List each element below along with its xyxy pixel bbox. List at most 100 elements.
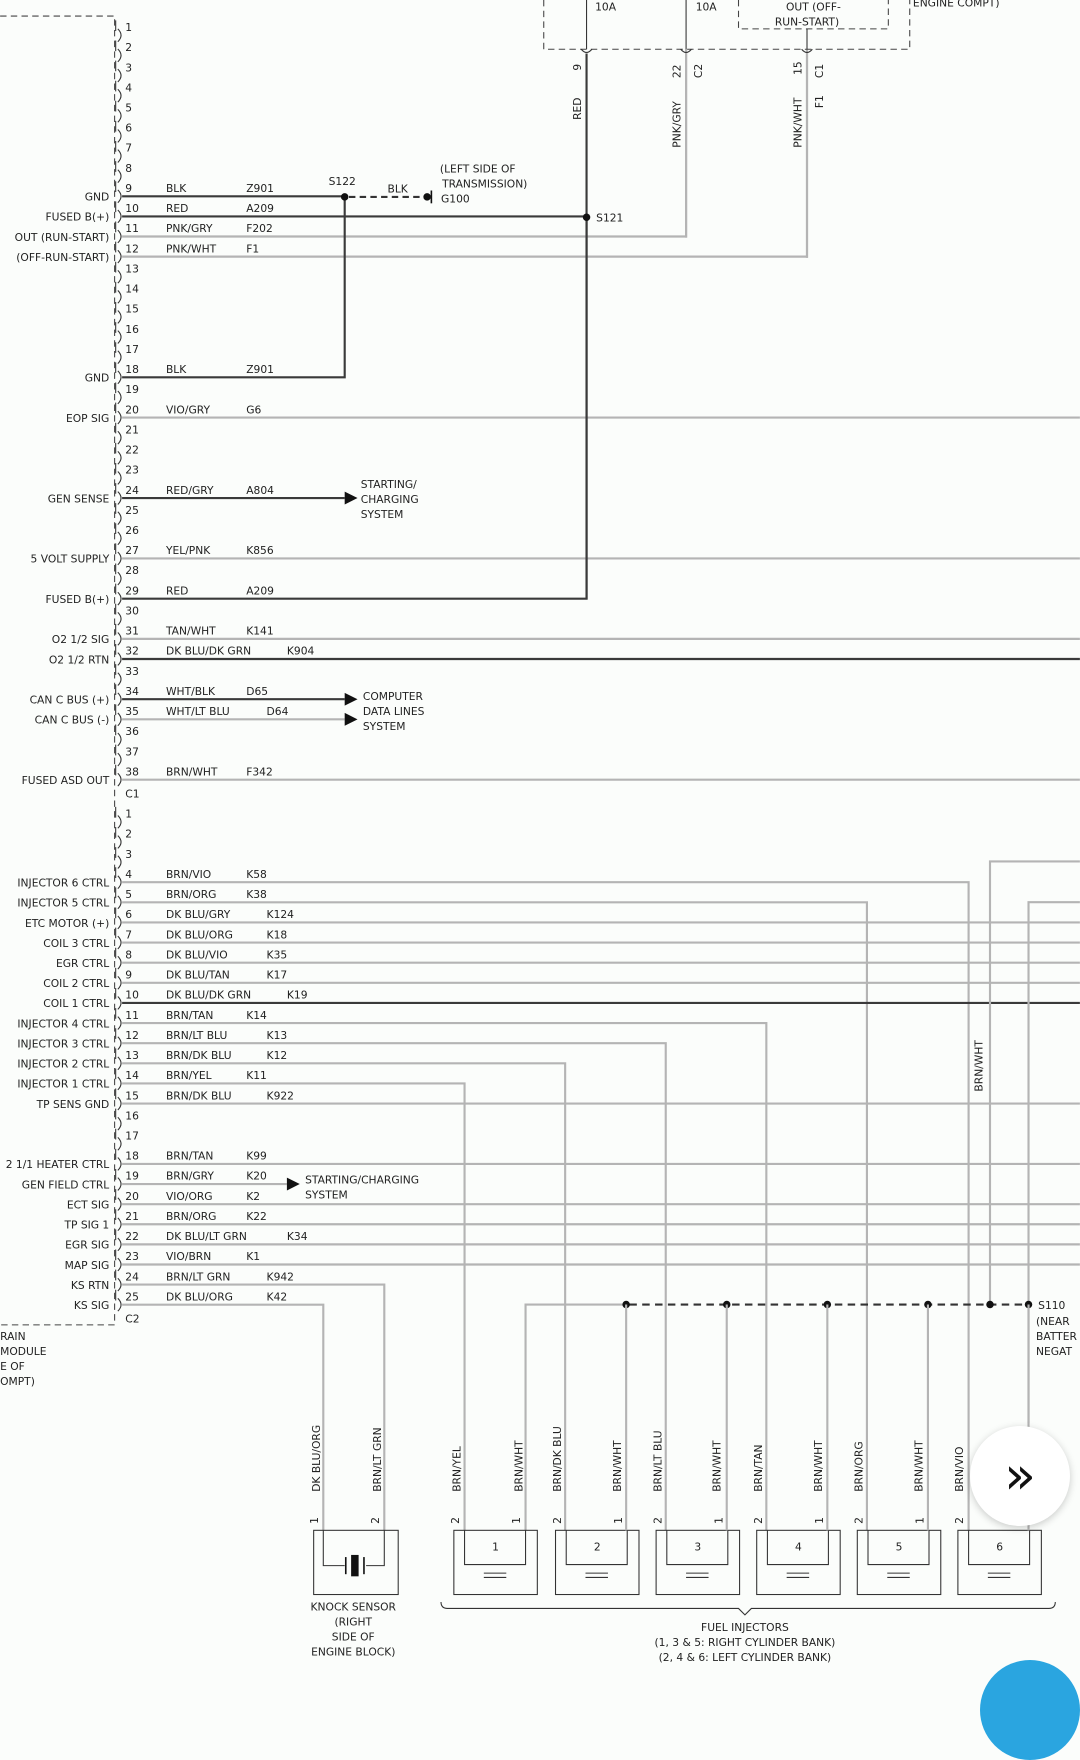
pin-number: 17 bbox=[125, 1129, 139, 1142]
pin-number: 2 bbox=[369, 1517, 382, 1524]
pin-number: 21 bbox=[125, 1210, 139, 1223]
connector-cavity bbox=[115, 141, 122, 163]
connector-cavity bbox=[115, 806, 122, 829]
pin-number: 22 bbox=[125, 1230, 139, 1243]
connector-cavity bbox=[115, 1108, 122, 1131]
circuit-label: K20 bbox=[246, 1170, 267, 1183]
connector-name: C2 bbox=[692, 64, 705, 78]
connector-cavity bbox=[115, 100, 122, 123]
pin-number: 11 bbox=[125, 1009, 139, 1022]
fuse-rating: 10A bbox=[595, 1, 617, 14]
connector-cavity bbox=[115, 1169, 122, 1191]
signal-label: INJECTOR 6 CTRL bbox=[17, 877, 109, 890]
pin-number: 1 bbox=[712, 1517, 725, 1524]
module-label: MODULE bbox=[0, 1345, 47, 1358]
pin-number: 6 bbox=[125, 122, 132, 135]
wire-color-label: BRN/WHT bbox=[812, 1440, 825, 1492]
fuse-inner-outline bbox=[737, 0, 889, 30]
splice-note: NEGAT bbox=[1036, 1345, 1073, 1358]
connector-name: C2 bbox=[125, 1313, 139, 1326]
connector-cavity bbox=[115, 1088, 122, 1111]
circuit-label: K58 bbox=[246, 868, 267, 881]
injector-number: 1 bbox=[492, 1541, 499, 1554]
connector-name: C1 bbox=[125, 788, 139, 801]
circuit-label: K34 bbox=[287, 1230, 308, 1243]
connector-cavity bbox=[115, 483, 122, 505]
connector-cavity bbox=[115, 1008, 122, 1030]
wire-pin-12 bbox=[122, 49, 809, 258]
wire-color-label: DK BLU/ORG bbox=[310, 1425, 323, 1492]
wire-color-label: DK BLU/VIO bbox=[166, 948, 228, 961]
arrow-icon bbox=[344, 491, 358, 505]
pin-number: 32 bbox=[125, 645, 139, 658]
next-page-button[interactable]: » bbox=[970, 1426, 1070, 1526]
circuit-label: K42 bbox=[267, 1290, 288, 1303]
module-label: OMPT) bbox=[0, 1375, 35, 1388]
wire-color-label: BRN/YEL bbox=[166, 1069, 212, 1082]
circuit-label: K942 bbox=[267, 1270, 294, 1283]
pin-number: 25 bbox=[125, 1290, 139, 1303]
connector-cavity bbox=[115, 827, 122, 849]
wire-pin-25 bbox=[122, 1303, 325, 1531]
circuit-label: K38 bbox=[246, 888, 267, 901]
connector-cavity bbox=[115, 503, 122, 525]
ground-note: TRANSMISSION) bbox=[441, 177, 527, 190]
pin-number: 35 bbox=[125, 705, 139, 718]
wire-color-label: BRN/VIO bbox=[953, 1447, 966, 1492]
signal-label: KS RTN bbox=[71, 1279, 109, 1292]
pin-number: 22 bbox=[671, 65, 684, 79]
wire-color-label: BLK bbox=[388, 183, 409, 196]
fuse-label: OUT (OFF- bbox=[786, 1, 841, 14]
splice-label: S122 bbox=[329, 175, 356, 188]
wire-color-label: BRN/LT BLU bbox=[651, 1430, 664, 1491]
floating-action-button[interactable] bbox=[980, 1660, 1080, 1760]
splice-s121 bbox=[582, 213, 591, 221]
circuit-label: K13 bbox=[267, 1029, 288, 1042]
wire-pin-24 bbox=[122, 1283, 386, 1531]
connector-cavity bbox=[115, 623, 122, 646]
wire-color-label: BRN/ORG bbox=[853, 1441, 866, 1491]
injector-coil-icon bbox=[766, 1530, 829, 1566]
injector-4-box bbox=[756, 1529, 841, 1596]
connector-cavity bbox=[115, 644, 122, 666]
pin-number: 1 bbox=[510, 1517, 523, 1524]
wire-color-label: BRN/LT GRN bbox=[371, 1427, 384, 1491]
pin-number: 14 bbox=[125, 1069, 139, 1082]
wire-color-label: DK BLU/TAN bbox=[166, 969, 230, 982]
injectors-label: (1, 3 & 5: RIGHT CYLINDER BANK) bbox=[655, 1636, 836, 1649]
wire-color-label: BRN/WHT bbox=[166, 765, 218, 778]
connector-cavity bbox=[115, 563, 122, 586]
circuit-label: K11 bbox=[246, 1069, 267, 1082]
wire-pin-11 bbox=[122, 49, 688, 238]
wire-color-label: BRN/WHT bbox=[710, 1440, 723, 1492]
connector-cavity bbox=[115, 362, 122, 385]
signal-label: EGR CTRL bbox=[56, 957, 109, 970]
pin-number: 6 bbox=[125, 908, 132, 921]
wire-color-label: YEL/PNK bbox=[165, 544, 211, 557]
pin-number: 3 bbox=[125, 848, 132, 861]
wire-color-label: PNK/GRY bbox=[166, 222, 213, 235]
circuit-label: K22 bbox=[246, 1210, 267, 1223]
circuit-label: K904 bbox=[287, 645, 315, 658]
splice-label: S110 bbox=[1038, 1299, 1065, 1312]
double-chevron-right-icon: » bbox=[1004, 1446, 1036, 1506]
circuit-label: K141 bbox=[246, 625, 273, 638]
wire-color-label: BRN/TAN bbox=[752, 1444, 765, 1491]
injector-coil-icon bbox=[666, 1530, 729, 1566]
wire-color-label: BRN/LT GRN bbox=[166, 1270, 230, 1283]
signal-label: TP SIG 1 bbox=[63, 1219, 109, 1232]
injector-coil-icon bbox=[464, 1530, 527, 1566]
wire-color-label: PNK/WHT bbox=[166, 242, 217, 255]
wire-ground-a bbox=[988, 860, 1080, 1305]
destination-label: DATA LINES bbox=[363, 705, 425, 718]
signal-label: CAN C BUS (+) bbox=[30, 694, 110, 707]
pin-number: 16 bbox=[125, 323, 139, 336]
wire-color-label: VIO/GRY bbox=[166, 403, 210, 416]
pin-number: 2 bbox=[953, 1517, 966, 1524]
circuit-label: K922 bbox=[267, 1089, 294, 1102]
wire-color-label: BRN/LT BLU bbox=[166, 1029, 227, 1042]
pin-number: 26 bbox=[125, 524, 139, 537]
signal-label: GND bbox=[85, 372, 110, 385]
splice-label: S121 bbox=[596, 212, 623, 225]
arrow-icon bbox=[344, 712, 358, 726]
